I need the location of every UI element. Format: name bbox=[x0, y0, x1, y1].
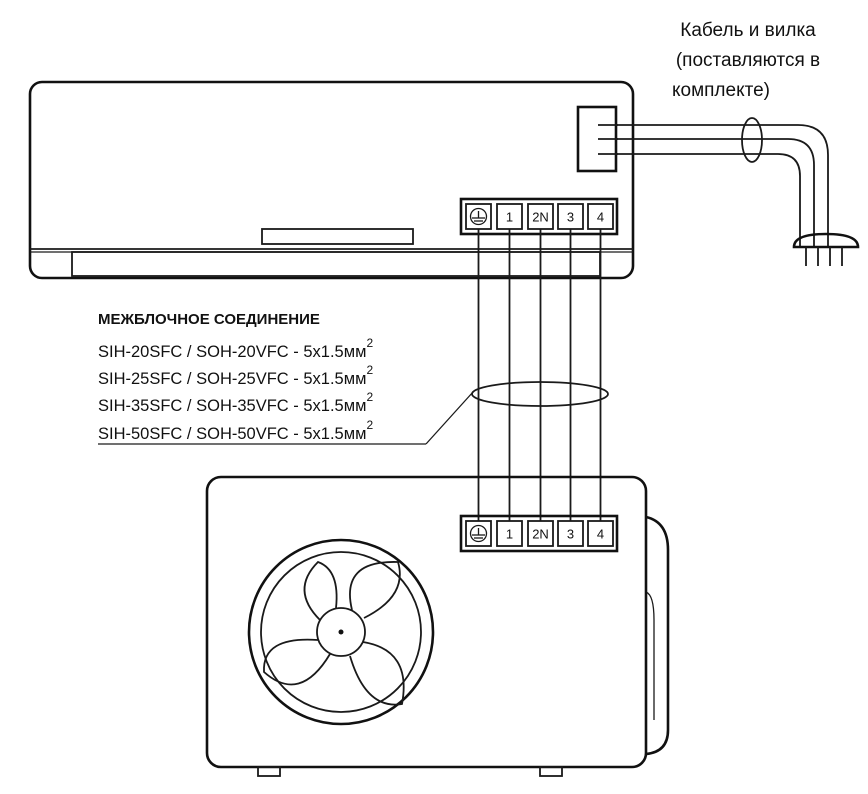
terminal-label: 3 bbox=[567, 210, 574, 225]
outdoor-unit-foot bbox=[257, 766, 281, 777]
cable-bundle-ring bbox=[741, 117, 763, 163]
terminal-label: 3 bbox=[567, 527, 574, 542]
spec-superscript: 2 bbox=[366, 363, 373, 377]
terminal-label: 1 bbox=[506, 527, 513, 542]
cable-label: Кабель и вилка (поставляются в комплекте… bbox=[672, 20, 820, 101]
spec-text: SIH-35SFC / SOH-35VFC - 5x1.5мм bbox=[98, 397, 366, 415]
connection-spec: МЕЖБЛОЧНОЕ СОЕДИНЕНИЕ SIH-20SFC / SOH-20… bbox=[98, 311, 373, 443]
terminal-label: 2N bbox=[532, 210, 549, 225]
indoor-terminal-1: 1 bbox=[496, 203, 523, 230]
cable-label-line: (поставляются в bbox=[676, 50, 820, 71]
inter-unit-wires bbox=[98, 229, 609, 521]
spec-superscript: 2 bbox=[366, 418, 373, 432]
indoor-terminal-2n: 2N bbox=[527, 203, 554, 230]
outdoor-terminal-2n: 2N bbox=[527, 520, 554, 547]
power-plug-icon bbox=[792, 232, 860, 266]
outdoor-unit-foot bbox=[539, 766, 563, 777]
connection-spec-row: SIH-25SFC / SOH-25VFC - 5x1.5мм2 bbox=[98, 363, 373, 388]
indoor-terminal-block: 1 2N 3 4 bbox=[459, 197, 619, 236]
connection-spec-row: SIH-35SFC / SOH-35VFC - 5x1.5мм2 bbox=[98, 390, 373, 415]
outdoor-unit: 1 2N 3 4 bbox=[205, 475, 670, 777]
spec-text: SIH-20SFC / SOH-20VFC - 5x1.5мм bbox=[98, 343, 366, 361]
cable-label-line: комплекте) bbox=[672, 80, 770, 101]
connection-spec-row: SIH-20SFC / SOH-20VFC - 5x1.5мм2 bbox=[98, 336, 373, 361]
terminal-label: 4 bbox=[597, 527, 604, 542]
spec-superscript: 2 bbox=[366, 390, 373, 404]
outdoor-terminal-3: 3 bbox=[557, 520, 584, 547]
indoor-unit-display-panel bbox=[261, 228, 414, 245]
outdoor-terminal-1: 1 bbox=[496, 520, 523, 547]
spec-text: SIH-50SFC / SOH-50VFC - 5x1.5мм bbox=[98, 425, 366, 443]
indoor-unit bbox=[28, 80, 635, 280]
power-cable bbox=[616, 117, 829, 246]
fan-blade-icon bbox=[247, 538, 435, 726]
outdoor-unit-body bbox=[205, 475, 648, 769]
indoor-terminal-3: 3 bbox=[557, 203, 584, 230]
connection-spec-row: SIH-50SFC / SOH-50VFC - 5x1.5мм2 bbox=[98, 418, 373, 443]
spec-superscript: 2 bbox=[366, 336, 373, 350]
ground-terminal-icon bbox=[465, 203, 492, 230]
ground-terminal-icon bbox=[465, 520, 492, 547]
terminal-label: 4 bbox=[597, 210, 604, 225]
cable-label-line: Кабель и вилка bbox=[680, 20, 816, 41]
outdoor-terminal-4: 4 bbox=[587, 520, 614, 547]
terminal-label: 2N bbox=[532, 527, 549, 542]
indoor-unit-body bbox=[28, 80, 635, 280]
indoor-unit-louver bbox=[71, 251, 601, 277]
terminal-label: 1 bbox=[506, 210, 513, 225]
connection-title: МЕЖБЛОЧНОЕ СОЕДИНЕНИЕ bbox=[98, 311, 320, 328]
outdoor-unit-side bbox=[645, 515, 670, 756]
spec-leader-line bbox=[425, 391, 474, 445]
indoor-terminal-4: 4 bbox=[587, 203, 614, 230]
outdoor-terminal-block: 1 2N 3 4 bbox=[459, 514, 619, 553]
spec-text: SIH-25SFC / SOH-25VFC - 5x1.5мм bbox=[98, 370, 366, 388]
